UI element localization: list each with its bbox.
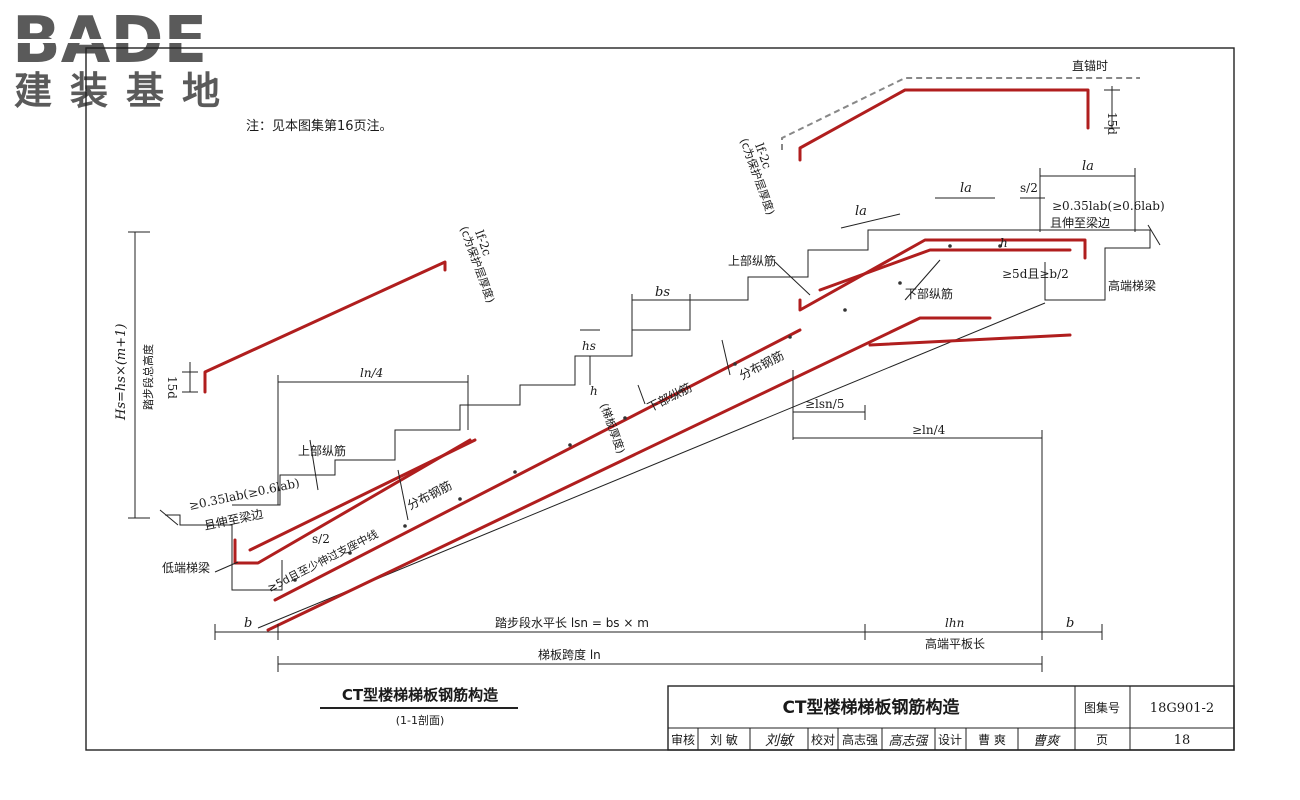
s-half-left: s/2 (312, 532, 330, 546)
distribution-dots (293, 244, 1002, 582)
atlas-number: 18G901-2 (1150, 701, 1214, 716)
page-number: 18 (1174, 733, 1191, 748)
reviewer-signature: 刘敏 (765, 733, 795, 749)
anchor-top-label: 直锚时 (1072, 58, 1108, 73)
step-profile (232, 229, 1045, 506)
low-beam-label: 低端梯梁 (162, 560, 210, 575)
checker-signature: 高志强 (888, 734, 928, 749)
anchor-req-left-2: 且伸至梁边 (203, 506, 265, 533)
ln4-right-label: ≥ln/4 (912, 423, 946, 437)
break-mark-left (159, 509, 179, 526)
check-label: 校对 (811, 732, 835, 747)
lhn-label: lhn (945, 616, 964, 630)
logo-subtitle: 建装基地 (14, 69, 238, 113)
h-slab-label: h (590, 384, 598, 398)
sheet-border (85, 47, 1235, 751)
anchor-req-top-1: ≥0.35lab(≥0.6lab) (1052, 199, 1165, 213)
main-lower-bar (266, 316, 992, 632)
la-mid: la (960, 181, 972, 196)
b-right: b (1066, 616, 1074, 631)
hs-formula: Hs=hs×(m+1) (114, 324, 129, 421)
reviewer-name: 刘 敏 (710, 732, 738, 747)
lsn5-label: ≥lsn/5 (805, 397, 844, 411)
designer-signature: 曹爽 (1033, 734, 1061, 749)
lsn-label: 踏步段水平长 lsn = bs × m (495, 615, 649, 630)
stair-diagram: 直锚时 15d la la la s/2 ≥0.35lab(≥0.6lab) 且… (114, 58, 1165, 672)
slab-thickness-label: (梯板厚度) (597, 401, 628, 455)
ln-label: 梯板跨度 ln (538, 647, 601, 662)
la-left: la (855, 204, 867, 219)
dim-15d-top: 15d (1105, 112, 1119, 135)
hs-label: hs (582, 339, 596, 353)
ge-5d-b2: ≥5d且≥b/2 (1002, 267, 1069, 281)
logo-stripe (10, 39, 255, 43)
title-block: CT型楼梯梯板钢筋构造 图集号 18G901-2 审核 刘 敏 刘敏 校对 高志… (667, 685, 1235, 751)
title-block-title: CT型楼梯梯板钢筋构造 (782, 697, 960, 718)
b-left: b (244, 616, 252, 631)
lower-bar-mid (273, 328, 802, 602)
anchor-req-left-1: ≥0.35lab(≥0.6lab) (188, 476, 301, 513)
lower-bar-high-end (818, 248, 1072, 292)
drawing-caption: CT型楼梯梯板钢筋构造 (1-1剖面) (320, 686, 518, 727)
dim-15d-left: 15d (165, 376, 179, 399)
review-label: 审核 (671, 732, 695, 747)
lower-bar-top-ext (868, 333, 1072, 347)
hs-desc: 踏步段总高度 (141, 344, 155, 410)
upper-bar-cut-left (203, 260, 447, 394)
checker-name: 高志强 (842, 732, 878, 747)
slab-soffit (257, 302, 1046, 629)
anchor-req-top-2: 且伸至梁边 (1050, 215, 1110, 230)
low-end-beam (165, 514, 283, 591)
dist-bar-label-2: 分布钢筋 (405, 478, 455, 513)
caption-subtitle: (1-1剖面) (396, 713, 445, 727)
lower-bar-label-top: 下部纵筋 (905, 286, 953, 301)
bs-label: bs (655, 285, 670, 300)
ln4-left-label: ln/4 (360, 366, 383, 380)
dist-bar-label-1: 分布钢筋 (737, 348, 787, 383)
upper-bar-label-top: 上部纵筋 (728, 253, 776, 268)
page-label: 页 (1096, 733, 1108, 747)
straight-anchor-dashed (781, 77, 1140, 150)
note-text: 注：见本图集第16页注。 (246, 118, 393, 134)
h-top: h (1000, 236, 1008, 250)
dimension-lines (128, 86, 1136, 672)
design-label: 设计 (938, 733, 962, 747)
high-end-beam (1044, 229, 1151, 301)
upper-bar-high-end (798, 238, 1087, 312)
bade-logo: BADE 建装基地 (10, 4, 255, 113)
upper-bar-low-end-2 (248, 438, 477, 552)
caption-title: CT型楼梯梯板钢筋构造 (342, 686, 498, 704)
straight-anchor-bar (798, 88, 1090, 162)
s-half-top: s/2 (1020, 181, 1038, 195)
high-beam-label: 高端梯梁 (1108, 278, 1156, 293)
atlas-label: 图集号 (1084, 700, 1120, 715)
title-block-frame (667, 685, 1235, 751)
lower-bar-label-mid: 下部纵筋 (645, 380, 695, 415)
designer-name: 曹 爽 (978, 733, 1006, 747)
upper-bar-label-left: 上部纵筋 (298, 443, 346, 458)
upper-bar-low-end (233, 438, 472, 565)
break-mark-right (1147, 224, 1161, 246)
la-top: la (1082, 159, 1094, 174)
lhn-desc: 高端平板长 (925, 636, 985, 651)
